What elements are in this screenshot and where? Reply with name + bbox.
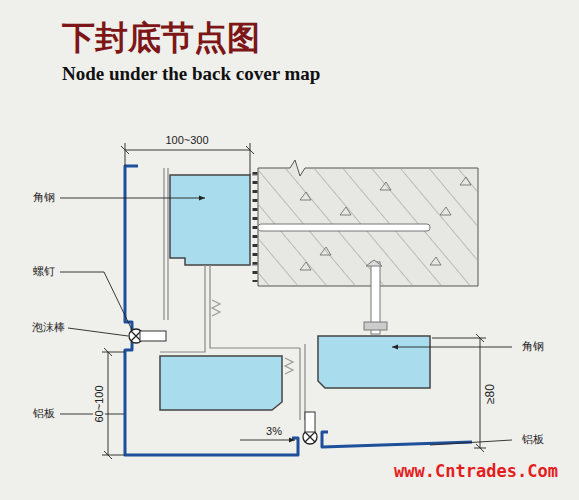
concrete-slab xyxy=(255,160,478,286)
dimension-text: 60~100 xyxy=(93,383,105,424)
aluminium-panel xyxy=(125,166,472,455)
steel-bracket xyxy=(160,168,305,420)
leader-line xyxy=(60,198,512,445)
watermark: www.Cntrades.Com xyxy=(394,462,558,481)
part-label: 角钢 xyxy=(522,341,544,353)
subtitle: Node under the back cover map xyxy=(62,64,320,85)
dimension-text: ≥80 xyxy=(484,382,497,406)
slope-text: 3% xyxy=(264,425,284,437)
part-label: 泡沫棒 xyxy=(32,322,65,334)
screw-joint xyxy=(129,329,317,444)
dimension-text: 100~300 xyxy=(163,134,210,146)
part-label: 角钢 xyxy=(33,192,55,204)
dimension-line xyxy=(102,143,486,459)
angle-steel xyxy=(160,175,430,410)
page-title: 下封底节点图 xyxy=(62,20,260,56)
anchor-bolt xyxy=(258,224,430,334)
part-label: 螺钉 xyxy=(33,266,55,278)
part-label: 铝板 xyxy=(33,408,55,420)
part-label: 铝板 xyxy=(522,434,544,446)
